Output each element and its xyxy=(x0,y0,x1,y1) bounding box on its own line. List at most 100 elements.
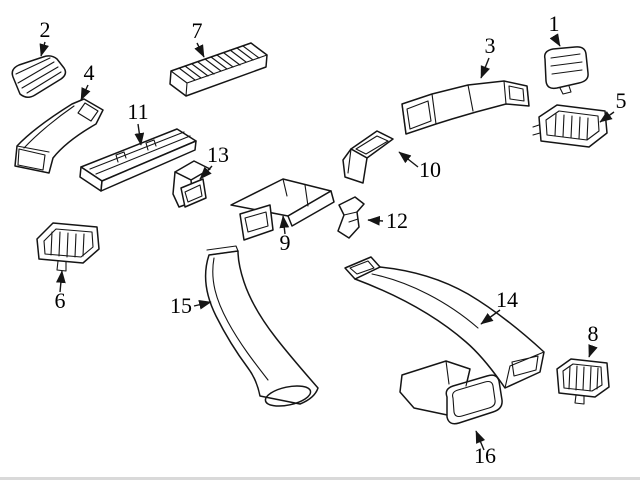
detail xyxy=(89,131,191,175)
detail xyxy=(16,105,75,153)
callout-2-label: 2 xyxy=(40,17,51,42)
callout-11-arrow xyxy=(134,123,145,146)
detail xyxy=(15,57,51,75)
frame xyxy=(43,228,94,258)
callout-6-label: 6 xyxy=(55,288,66,313)
tab xyxy=(559,85,572,95)
detail xyxy=(206,245,269,381)
callout-16-label: 16 xyxy=(474,443,496,468)
part-14-duct-illustration xyxy=(344,256,545,389)
detail xyxy=(282,178,309,207)
callout-8-arrow xyxy=(588,344,598,358)
callout-4[interactable]: 4 xyxy=(80,60,95,101)
callout-12[interactable]: 12 xyxy=(367,208,408,233)
callout-10[interactable]: 10 xyxy=(398,151,441,182)
part-9-duct-illustration xyxy=(230,178,335,241)
opening xyxy=(349,260,375,275)
detail xyxy=(401,80,530,135)
tab xyxy=(56,260,67,272)
callout-5[interactable]: 5 xyxy=(599,88,627,123)
part-1-vent-illustration xyxy=(543,46,589,95)
opening xyxy=(77,102,99,122)
frame xyxy=(545,110,600,141)
callout-4-arrow xyxy=(80,84,91,101)
callout-1-label: 1 xyxy=(549,11,560,36)
callout-8-label: 8 xyxy=(588,321,599,346)
opening xyxy=(406,100,432,130)
callout-9[interactable]: 9 xyxy=(279,215,291,255)
detail xyxy=(343,211,359,223)
detail xyxy=(445,360,471,387)
callout-10-arrow xyxy=(398,151,419,168)
outline xyxy=(342,148,368,184)
callout-9-label: 9 xyxy=(280,230,291,255)
part-5-vent-illustration xyxy=(532,104,608,148)
callout-3-label: 3 xyxy=(485,33,496,58)
callout-4-label: 4 xyxy=(84,60,95,85)
louvers xyxy=(17,61,62,94)
callout-1-arrow xyxy=(549,33,561,47)
frame xyxy=(562,363,603,392)
callout-3-arrow xyxy=(480,57,490,79)
callout-3[interactable]: 3 xyxy=(480,33,496,79)
part-3-duct-illustration xyxy=(401,80,530,135)
callout-1[interactable]: 1 xyxy=(549,11,561,47)
part-10-duct-illustration xyxy=(342,130,394,184)
tab xyxy=(532,124,541,136)
outline xyxy=(538,104,608,148)
detail xyxy=(371,273,545,389)
callout-5-arrow xyxy=(599,111,615,123)
part-11-duct-illustration xyxy=(79,128,197,192)
callout-14-arrow xyxy=(480,309,501,325)
callout-14-label: 14 xyxy=(496,287,518,312)
outline xyxy=(337,196,365,239)
louvers xyxy=(554,113,589,141)
detail xyxy=(347,148,352,174)
opening xyxy=(445,374,503,425)
callout-6[interactable]: 6 xyxy=(55,270,66,313)
outline xyxy=(401,80,530,135)
callout-7[interactable]: 7 xyxy=(192,18,205,58)
tab xyxy=(574,394,585,405)
part-4-duct-illustration xyxy=(14,98,104,174)
louvers xyxy=(178,45,260,81)
callout-15-label: 15 xyxy=(170,293,192,318)
part-12-bracket-illustration xyxy=(337,196,365,239)
callout-8[interactable]: 8 xyxy=(588,321,599,358)
callout-12-label: 12 xyxy=(386,208,408,233)
callout-15-arrow xyxy=(193,299,212,310)
callout-13[interactable]: 13 xyxy=(199,142,229,180)
outline xyxy=(100,140,197,192)
clips xyxy=(115,139,157,163)
opening xyxy=(355,135,389,155)
outline xyxy=(204,250,319,405)
callout-10-label: 10 xyxy=(419,157,441,182)
opening xyxy=(452,380,496,418)
callout-2-arrow xyxy=(39,41,49,57)
part-6-vent-illustration xyxy=(36,222,100,272)
callout-2[interactable]: 2 xyxy=(39,17,51,57)
callout-11[interactable]: 11 xyxy=(127,99,149,146)
callout-12-arrow xyxy=(367,215,384,226)
callout-11-label: 11 xyxy=(127,99,148,124)
image-bottom-edge xyxy=(0,477,640,480)
outline xyxy=(543,46,589,90)
opening xyxy=(17,148,46,171)
callout-16-arrow xyxy=(475,430,486,451)
louvers xyxy=(568,365,599,392)
callout-9-arrow xyxy=(279,215,290,235)
callout-14[interactable]: 14 xyxy=(480,287,518,325)
part-13-duct-illustration xyxy=(172,160,211,208)
foot-opening xyxy=(264,385,312,407)
opening xyxy=(344,256,381,280)
outline xyxy=(14,98,104,174)
part-16-duct-illustration xyxy=(399,360,503,425)
opening xyxy=(184,184,203,203)
callout-16[interactable]: 16 xyxy=(474,430,496,468)
outline xyxy=(11,55,67,98)
opening xyxy=(508,85,525,102)
part-15-duct-illustration xyxy=(204,245,319,407)
outline xyxy=(287,190,335,227)
callout-15[interactable]: 15 xyxy=(170,293,212,318)
